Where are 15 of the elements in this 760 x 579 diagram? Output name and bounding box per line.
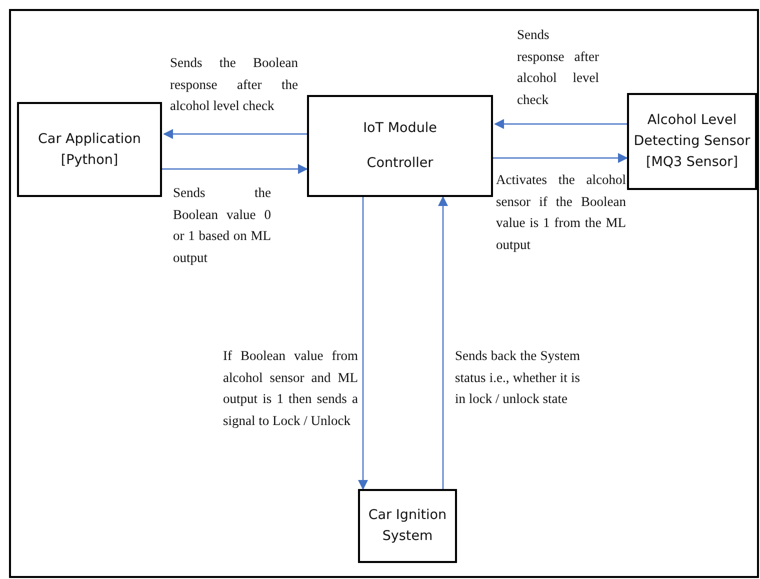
arrow bbox=[358, 197, 368, 490]
node-label: Alcohol Level Detecting Sensor [MQ3 Sensor] bbox=[632, 111, 752, 172]
arrow bbox=[162, 164, 308, 174]
process-box bbox=[17, 102, 162, 197]
node-label: IoT Module bbox=[363, 119, 437, 138]
node-label: Controller bbox=[366, 154, 434, 173]
arrow bbox=[493, 153, 628, 163]
arrow bbox=[163, 129, 307, 139]
node-label: Car Ignition System bbox=[367, 506, 448, 546]
arrow bbox=[438, 196, 448, 489]
process-box bbox=[358, 489, 457, 563]
process-box bbox=[307, 95, 493, 197]
process-box bbox=[627, 93, 757, 190]
node-label: Car Application [Python] bbox=[37, 130, 142, 170]
arrow bbox=[494, 119, 627, 129]
